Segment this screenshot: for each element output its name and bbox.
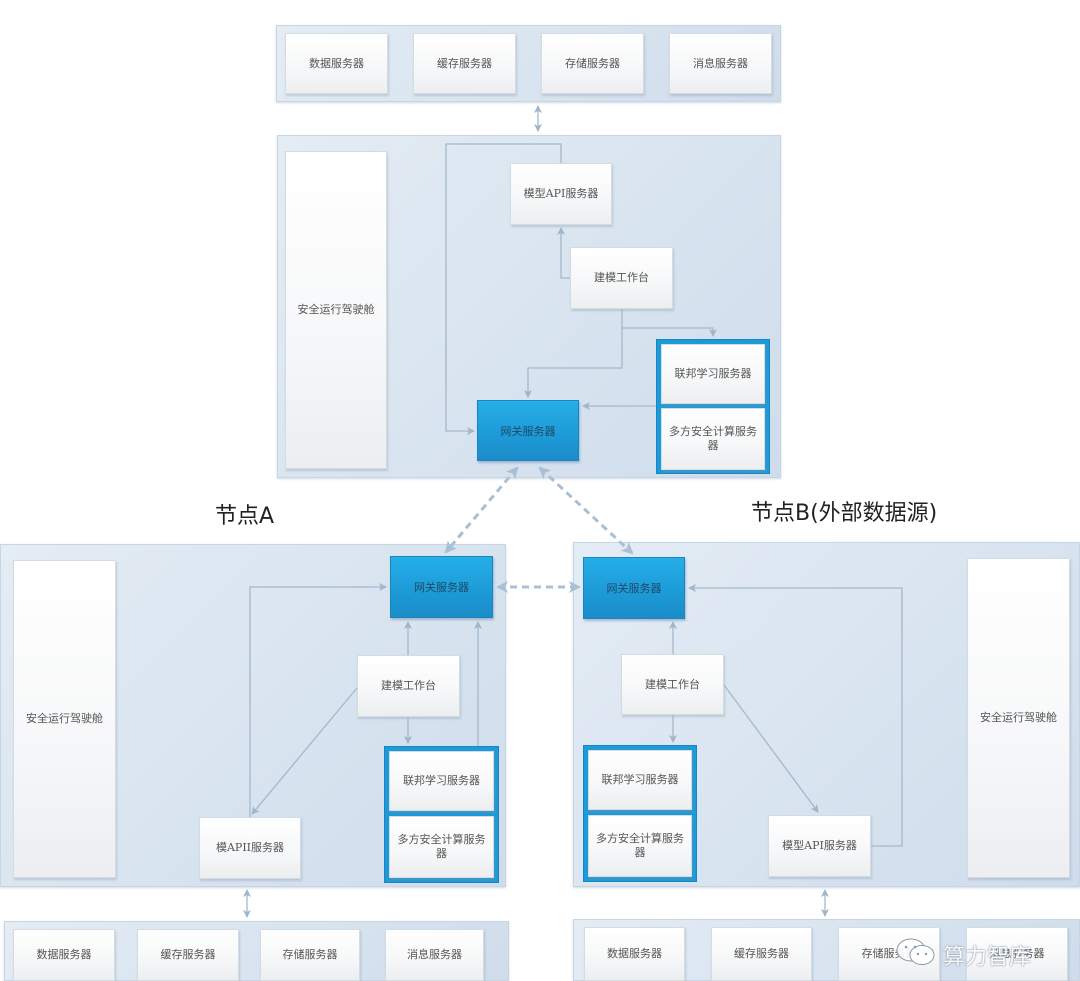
- top-to-node-b-link: [538, 466, 634, 555]
- node-a-model-api-server[interactable]: 模APII服务器: [199, 817, 301, 879]
- label: 多方安全计算服务器: [669, 425, 757, 452]
- label: 建模工作台: [645, 677, 700, 691]
- node-b-title: 节点B(外部数据源): [751, 501, 938, 526]
- node-b-federated-learning-server[interactable]: 联邦学习服务器: [588, 750, 692, 810]
- top-mpc-server[interactable]: 多方安全计算服务器: [661, 408, 765, 470]
- label: 安全运行驾驶舱: [980, 711, 1057, 724]
- top-gateway-server[interactable]: 网关服务器: [477, 400, 579, 461]
- watermark: 算力智库: [895, 937, 1031, 973]
- node-a-cockpit[interactable]: 安全运行驾驶舱: [13, 560, 116, 878]
- node-a-federated-learning-server[interactable]: 联邦学习服务器: [389, 751, 494, 811]
- label: 数据服务器: [607, 947, 662, 960]
- label: 缓存服务器: [437, 56, 492, 70]
- node-b-data-server[interactable]: 数据服务器: [584, 927, 685, 981]
- node-b-modeling-workbench[interactable]: 建模工作台: [621, 654, 724, 715]
- label: 数据服务器: [309, 56, 364, 70]
- label: 缓存服务器: [160, 948, 216, 961]
- top-cluster: 数据服务器 缓存服务器 存储服务器 消息服务器 安全运行驾驶舱 模型API服务器…: [0, 0, 1080, 480]
- node-a-mpc-server[interactable]: 多方安全计算服务器: [389, 816, 494, 878]
- label: 消息服务器: [407, 948, 462, 961]
- node-b-gateway-server[interactable]: 网关服务器: [583, 557, 685, 619]
- label: 建模工作台: [381, 679, 436, 692]
- top-cache-server[interactable]: 缓存服务器: [413, 33, 516, 94]
- label: 联邦学习服务器: [601, 773, 679, 786]
- top-data-server[interactable]: 数据服务器: [285, 33, 388, 94]
- node-a-message-server[interactable]: 消息服务器: [385, 929, 484, 981]
- node-a-cache-server[interactable]: 缓存服务器: [137, 929, 239, 981]
- node-a-data-server[interactable]: 数据服务器: [13, 929, 115, 981]
- label: 模APII服务器: [215, 841, 285, 854]
- label: 模型API服务器: [782, 839, 857, 852]
- label: 缓存服务器: [734, 947, 789, 960]
- top-to-node-a-link: [444, 466, 519, 554]
- top-cockpit[interactable]: 安全运行驾驶舱: [285, 151, 387, 469]
- top-federated-learning-server[interactable]: 联邦学习服务器: [661, 344, 765, 404]
- label: 多方安全计算服务器: [596, 832, 684, 859]
- node-a-modeling-workbench[interactable]: 建模工作台: [357, 655, 460, 717]
- label: 安全运行驾驶舱: [297, 303, 375, 316]
- label: 多方安全计算服务器: [397, 833, 486, 860]
- watermark-text: 算力智库: [943, 945, 1032, 970]
- top-message-server[interactable]: 消息服务器: [669, 33, 772, 94]
- label: 网关服务器: [606, 582, 662, 595]
- label: 消息服务器: [989, 947, 1045, 960]
- label: 联邦学习服务器: [674, 367, 752, 380]
- node-a-title: 节点A: [215, 504, 275, 529]
- node-b-cache-server[interactable]: 缓存服务器: [711, 927, 812, 981]
- label: 消息服务器: [693, 56, 748, 70]
- node-a-storage-server[interactable]: 存储服务器: [260, 929, 360, 981]
- label: 网关服务器: [500, 424, 556, 438]
- top-modeling-workbench[interactable]: 建模工作台: [570, 247, 673, 309]
- label: 数据服务器: [36, 948, 92, 961]
- label: 联邦学习服务器: [403, 774, 480, 787]
- label: 网关服务器: [414, 581, 469, 594]
- label: 模型API服务器: [523, 187, 599, 200]
- label: 存储服务器: [565, 56, 620, 70]
- node-b-cockpit[interactable]: 安全运行驾驶舱: [967, 558, 1070, 878]
- top-storage-server[interactable]: 存储服务器: [541, 33, 644, 94]
- node-b-model-api-server[interactable]: 模型API服务器: [768, 815, 871, 877]
- node-a-gateway-server[interactable]: 网关服务器: [390, 556, 493, 618]
- label: 安全运行驾驶舱: [26, 712, 103, 725]
- node-b-mpc-server[interactable]: 多方安全计算服务器: [588, 815, 692, 877]
- label: 建模工作台: [594, 271, 649, 284]
- wechat-icon: [895, 937, 937, 973]
- label: 存储服务器: [282, 948, 338, 961]
- top-model-api-server[interactable]: 模型API服务器: [510, 163, 612, 225]
